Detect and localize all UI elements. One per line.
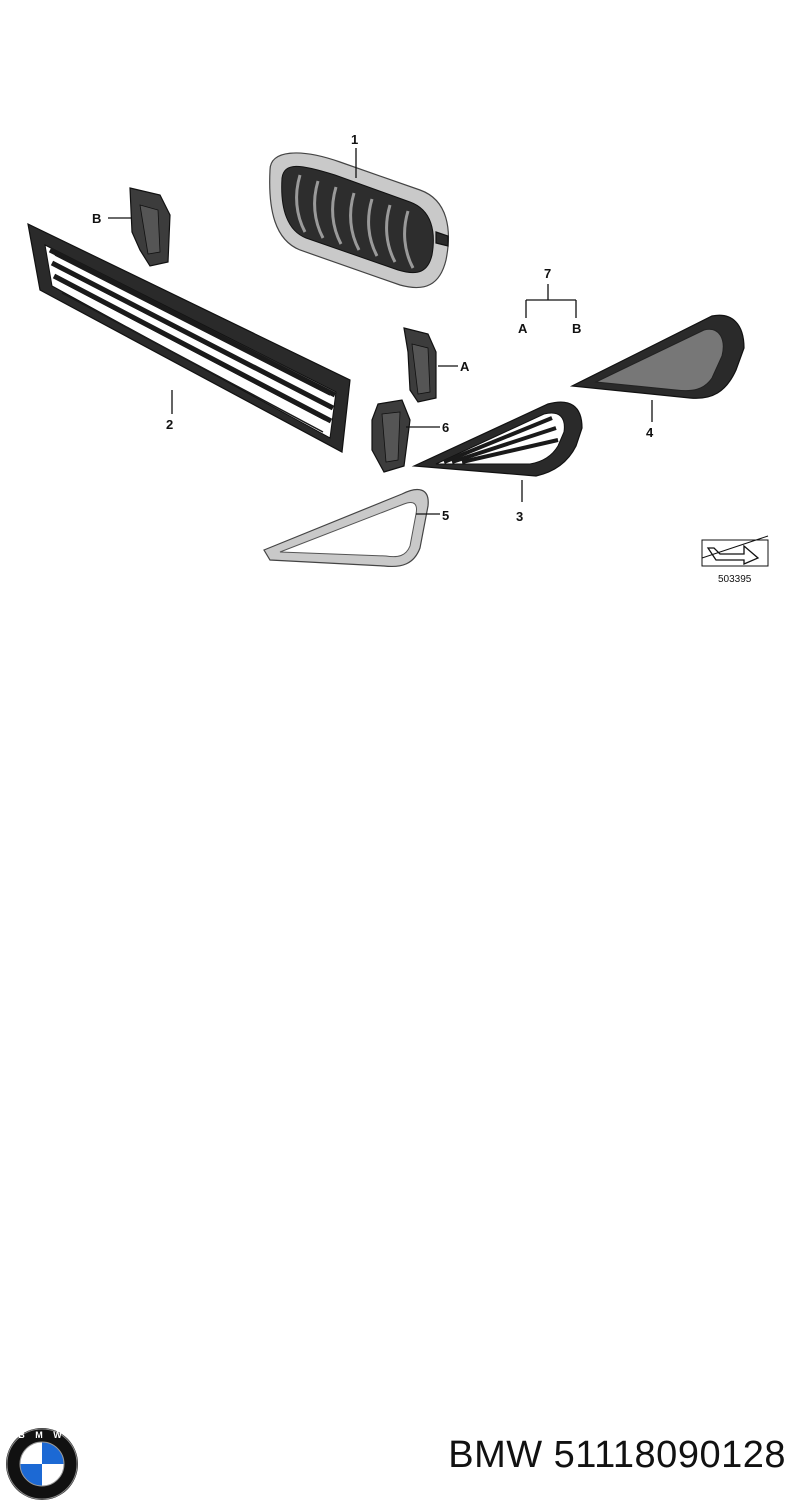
callout-3: 3 (516, 509, 523, 524)
callout-5: 5 (442, 508, 449, 523)
caption-brand: BMW (448, 1434, 543, 1476)
callout-1: 1 (351, 132, 358, 147)
bracket-a-part (403, 327, 437, 403)
callout-7-b: B (572, 321, 581, 336)
kidney-grille-part (269, 152, 449, 289)
logo-text: B M W (18, 1430, 66, 1440)
side-grille-part-3 (411, 401, 583, 477)
lower-grille-part (27, 222, 351, 453)
trim-strip-part-5 (263, 488, 429, 568)
callout-6: 6 (442, 420, 449, 435)
bracket-b-part (129, 187, 171, 267)
callout-a-on-part: A (460, 359, 470, 374)
parts-diagram: 1 2 B A 6 7 A (27, 132, 769, 585)
side-trim-part-4 (569, 314, 745, 399)
callout-4: 4 (646, 425, 654, 440)
callout-b-on-part: B (92, 211, 101, 226)
part-caption: BMW 51118090128 (448, 1434, 786, 1477)
reference-number: 503395 (718, 574, 752, 585)
footer: B M W BMW 51118090128 (0, 700, 800, 1500)
callout-7-a: A (518, 321, 528, 336)
bracket-part-6 (371, 399, 411, 473)
callout-2: 2 (166, 417, 173, 432)
bmw-roundel-icon: B M W (6, 1428, 78, 1500)
reference-symbol: 503395 (701, 535, 769, 585)
callout-7-group: 7 A B (518, 266, 581, 336)
callout-7: 7 (544, 266, 551, 281)
caption-part-number: 51118090128 (553, 1434, 786, 1476)
